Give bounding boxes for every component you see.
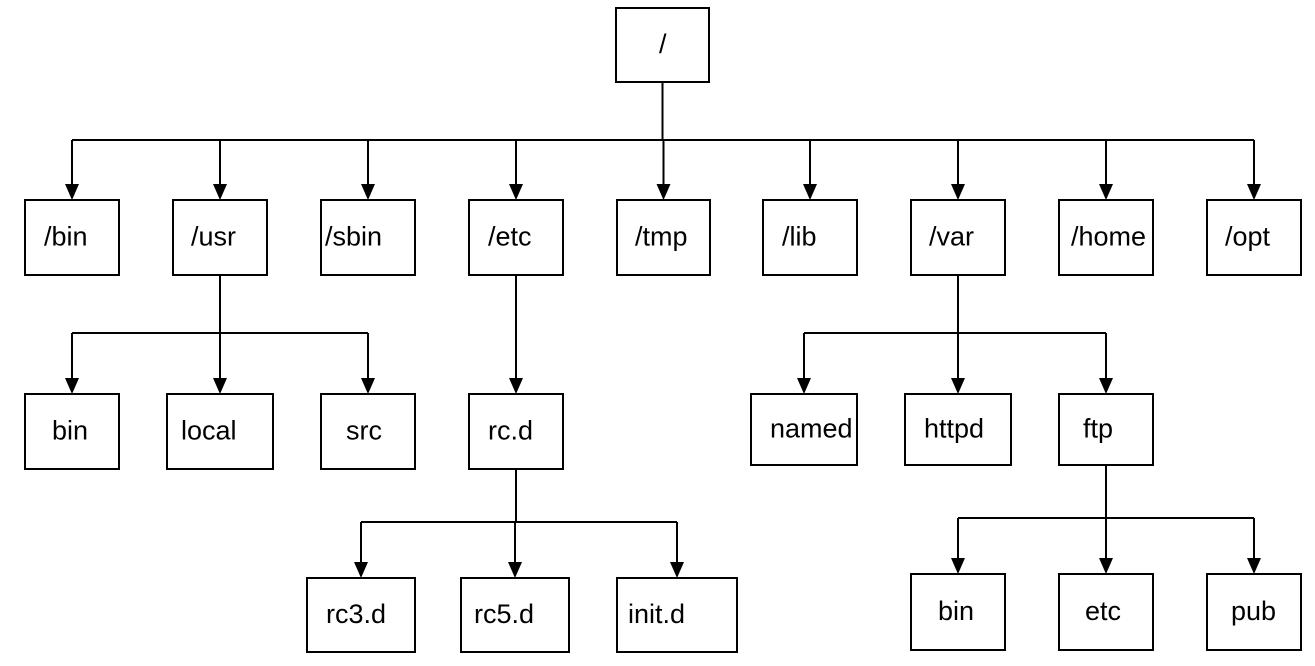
node-box — [904, 393, 1012, 466]
tree-node-ftp-pub: pub — [1206, 573, 1302, 651]
tree-node-rc-d: rc.d — [468, 393, 564, 470]
node-box — [172, 199, 268, 276]
tree-node-usr: /usr — [172, 199, 268, 276]
node-box — [306, 577, 416, 653]
arrowhead-tmp — [656, 184, 671, 200]
arrowhead-ftp — [1099, 378, 1113, 394]
node-label: init.d — [628, 599, 685, 629]
node-box — [24, 199, 120, 276]
tree-node-ftp-bin: bin — [910, 573, 1006, 651]
arrowhead-usr-local — [213, 378, 227, 394]
node-box — [1058, 573, 1154, 651]
node-label: ftp — [1083, 414, 1113, 444]
tree-node-usr-local: local — [166, 393, 274, 470]
arrowhead-lib — [803, 184, 817, 200]
node-box — [320, 393, 416, 470]
node-label: /etc — [488, 222, 532, 252]
node-box — [1206, 199, 1302, 276]
node-box — [166, 393, 274, 470]
tree-node-named: named — [750, 393, 858, 466]
tree-node-rc3-d: rc3.d — [306, 577, 416, 653]
tree-node-bin: /bin — [24, 199, 120, 276]
arrowhead-sbin — [361, 184, 375, 200]
arrowhead-ftp-pub — [1247, 558, 1261, 574]
arrowhead-rc-d — [509, 378, 523, 394]
arrowhead-ftp-bin — [951, 558, 965, 574]
tree-node-sbin: /sbin — [320, 199, 416, 276]
node-label: src — [346, 416, 382, 446]
tree-node-ftp-etc: etc — [1058, 573, 1154, 651]
arrowhead-usr-src — [361, 378, 375, 394]
arrowhead-httpd — [951, 378, 965, 394]
tree-node-opt: /opt — [1206, 199, 1302, 276]
arrowhead-rc3-d — [354, 562, 368, 578]
arrowhead-usr — [213, 184, 227, 200]
tree-connectors — [65, 82, 1261, 578]
tree-node-ftp: ftp — [1058, 393, 1154, 466]
node-label: /tmp — [635, 222, 688, 252]
node-box — [468, 199, 564, 276]
node-label: named — [770, 414, 853, 444]
node-label: / — [659, 29, 667, 59]
node-label: httpd — [924, 414, 984, 444]
node-label: /lib — [782, 222, 817, 252]
tree-node-root: / — [615, 7, 710, 83]
tree-node-rc5-d: rc5.d — [460, 577, 570, 653]
tree-node-httpd: httpd — [904, 393, 1012, 466]
node-label: bin — [52, 416, 88, 446]
node-label: rc5.d — [474, 599, 534, 629]
node-label: rc.d — [488, 416, 533, 446]
node-box — [460, 577, 570, 653]
arrowhead-init-d — [670, 562, 684, 578]
arrowhead-named — [797, 378, 811, 394]
node-box — [1058, 199, 1154, 276]
arrowhead-ftp-etc — [1099, 558, 1113, 574]
node-label: bin — [938, 596, 974, 626]
node-label: rc3.d — [326, 599, 386, 629]
arrowhead-var — [951, 184, 965, 200]
tree-node-tmp: /tmp — [616, 199, 711, 276]
node-box — [910, 573, 1006, 651]
tree-node-home: /home — [1058, 199, 1154, 276]
node-box — [910, 199, 1006, 276]
node-label: pub — [1231, 596, 1276, 626]
node-label: /bin — [44, 222, 88, 252]
node-label: /sbin — [325, 222, 382, 252]
tree-node-init-d: init.d — [616, 577, 738, 653]
arrowhead-etc — [509, 184, 523, 200]
node-box — [616, 199, 711, 276]
node-label: /opt — [1225, 222, 1271, 252]
node-box — [750, 393, 858, 466]
node-label: /home — [1071, 222, 1146, 252]
node-box — [762, 199, 858, 276]
tree-node-lib: /lib — [762, 199, 858, 276]
tree-node-etc: /etc — [468, 199, 564, 276]
tree-node-usr-src: src — [320, 393, 416, 470]
arrowhead-bin — [65, 184, 79, 200]
arrowhead-opt — [1247, 184, 1261, 200]
arrowhead-home — [1099, 184, 1113, 200]
node-box — [468, 393, 564, 470]
node-box — [615, 7, 710, 83]
node-box — [320, 199, 416, 276]
node-box — [24, 393, 120, 470]
node-label: /var — [929, 222, 974, 252]
node-label: etc — [1085, 596, 1121, 626]
arrowhead-usr-bin — [65, 378, 79, 394]
arrowhead-rc5-d — [508, 562, 522, 578]
node-box — [1058, 393, 1154, 466]
node-label: /usr — [191, 222, 236, 252]
node-box — [616, 577, 738, 653]
node-box — [1206, 573, 1302, 651]
tree-node-usr-bin: bin — [24, 393, 120, 470]
node-label: local — [181, 416, 237, 446]
tree-nodes: / /bin/usr bin local src/sbin/etc rc.d rc3.d rc… — [24, 7, 1302, 653]
tree-node-var: /var — [910, 199, 1006, 276]
